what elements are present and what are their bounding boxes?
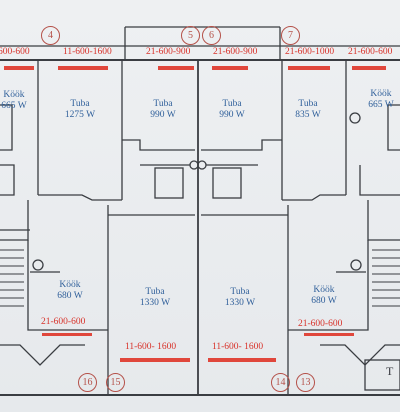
room-power: 1330 W [139,298,171,308]
room-name: Köök [3,90,25,100]
radiator-code: 600-600 [0,47,30,57]
axis-marker-15: 15 [106,373,125,392]
room-power: 1275 W [64,110,96,120]
room-tuba-1: Tuba 1275 W [65,99,95,121]
room-name: Tuba [230,287,250,297]
radiator [208,358,276,362]
radiator-code: 21-600-600 [298,319,343,329]
room-kook-mid-left: Köök 680 W [57,280,82,302]
room-name: Tuba [145,287,165,297]
radiator-code: 21-600-900 [213,47,258,57]
room-name: Köök [59,280,81,290]
radiator-code: 11-600- 1600 [212,342,264,352]
axis-marker-7: 7 [281,26,300,45]
radiator [58,66,108,70]
radiator-code: 21-600-600 [41,317,86,327]
room-power: 665 W [368,100,394,110]
room-name: Tuba [222,99,242,109]
room-tuba-6: Tuba 1330 W [225,287,255,309]
room-tuba-2: Tuba 990 W [150,99,175,121]
room-tuba-4: Tuba 835 W [295,99,320,121]
radiator [304,333,354,336]
radiator [352,66,386,70]
room-power: 680 W [57,291,83,301]
radiator [288,66,330,70]
radiator [120,358,190,362]
axis-marker-6: 6 [202,26,221,45]
room-name: Tuba [298,99,318,109]
radiator-code: 21-600-600 [348,47,393,57]
radiator [158,66,194,70]
room-tuba-5: Tuba 1330 W [140,287,170,309]
room-name: Köök [370,89,392,99]
axis-marker-16: 16 [78,373,97,392]
radiator [42,333,92,336]
radiator-code: 21-600-900 [146,47,191,57]
radiator [4,66,34,70]
sink-icon [350,259,362,271]
room-name: Köök [313,285,335,295]
room-name: Tuba [70,99,90,109]
room-name: Tuba [153,99,173,109]
radiator [212,66,248,70]
sink-icon [349,112,361,124]
axis-marker-13: 13 [296,373,315,392]
axis-marker-14: 14 [271,373,290,392]
radiator-code: 21-600-1000 [285,47,335,57]
room-power: 680 W [311,296,337,306]
radiator-code: 11-600- 1600 [125,342,177,352]
room-power: 990 W [219,110,245,120]
sink-icon [32,259,44,271]
radiators [4,66,386,362]
room-kook-top-right: Köök 665 W [368,89,393,111]
room-power: 1330 W [224,298,256,308]
axis-marker-5: 5 [181,26,200,45]
room-tuba-3: Tuba 990 W [219,99,244,121]
axis-marker-4: 4 [41,26,60,45]
room-kook-mid-right: Köök 680 W [311,285,336,307]
radiator-code: 11-600-1600 [63,47,112,57]
room-power: 665 W [1,101,27,111]
room-kook-top-left: Köök 665 W [1,90,26,112]
room-power: 835 W [295,110,321,120]
room-power: 990 W [150,110,176,120]
corner-letter: T [386,364,394,378]
